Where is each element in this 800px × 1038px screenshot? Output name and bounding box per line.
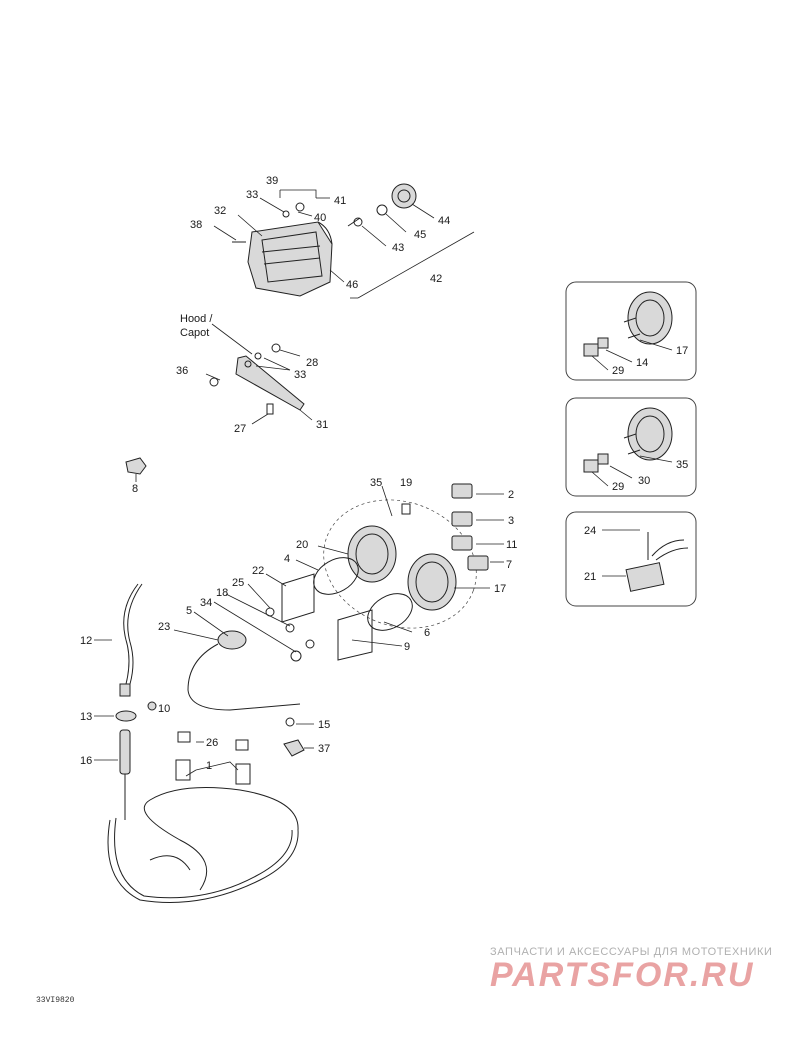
callout-18: 18 [216,587,228,599]
callout-8: 8 [132,483,138,495]
inset2-callout-35: 35 [676,459,688,471]
callout-11: 11 [506,539,517,551]
callout-32: 32 [214,205,226,217]
callout-22: 22 [252,565,264,577]
gauge-cluster [173,483,504,711]
callout-12: 12 [80,635,92,647]
callout-16: 16 [80,755,92,767]
callout-33: 33 [246,189,258,201]
lower-harness [94,583,314,903]
part-8 [125,457,147,482]
callout-46: 46 [346,279,358,291]
hood-label-line2: Capot [180,327,209,339]
headlamp-leaders [213,189,475,299]
callout-2: 2 [508,489,514,501]
hood-label-line1: Hood / [180,313,213,325]
inset-gauge-35 [565,397,697,497]
reference-code: 33VI9820 [36,996,75,1005]
inset1-callout-14: 14 [636,357,648,369]
callout-3: 3 [508,515,514,527]
callout-9: 9 [404,641,410,653]
inset2-callout-30: 30 [638,475,650,487]
callout-6: 6 [424,627,430,639]
callout-42: 42 [430,273,442,285]
callout-33: 33 [294,369,306,381]
callout-13: 13 [80,711,92,723]
callout-43: 43 [392,242,404,254]
callout-4: 4 [284,553,290,565]
callout-39: 39 [266,175,278,187]
callout-17: 17 [494,583,506,595]
callout-44: 44 [438,215,450,227]
callout-7: 7 [506,559,512,571]
callout-28: 28 [306,357,318,369]
inset1-callout-29: 29 [612,365,624,377]
callout-1: 1 [206,760,212,772]
callout-35: 35 [370,477,382,489]
inset1-callout-17: 17 [676,345,688,357]
watermark-logo: PARTSFOR.RU [490,956,755,994]
inset-gauge-17 [565,281,697,381]
callout-40: 40 [314,212,326,224]
callout-38: 38 [190,219,202,231]
callout-26: 26 [206,737,218,749]
inset2-callout-29: 29 [612,481,624,493]
inset-regulator [565,511,697,607]
callout-45: 45 [414,229,426,241]
callout-41: 41 [334,195,346,207]
callout-20: 20 [296,539,308,551]
callout-labels: 39 41 33 40 32 38 44 45 43 46 42 28 33 3… [80,175,688,772]
callout-5: 5 [186,605,192,617]
inset3-callout-21: 21 [584,571,596,583]
watermark-tagline: ЗАПЧАСТИ И АКСЕССУАРЫ ДЛЯ МОТОТЕХНИКИ [490,946,773,958]
callout-27: 27 [234,423,246,435]
callout-25: 25 [232,577,244,589]
callout-23: 23 [158,621,170,633]
callout-36: 36 [176,365,188,377]
callout-37: 37 [318,743,330,755]
callout-10: 10 [158,703,170,715]
hood-bracket [205,323,313,425]
inset3-callout-24: 24 [584,525,596,537]
callout-34: 34 [200,597,212,609]
callout-19: 19 [400,477,412,489]
headlamp-assembly [232,183,417,297]
callout-15: 15 [318,719,330,731]
callout-31: 31 [316,419,328,431]
